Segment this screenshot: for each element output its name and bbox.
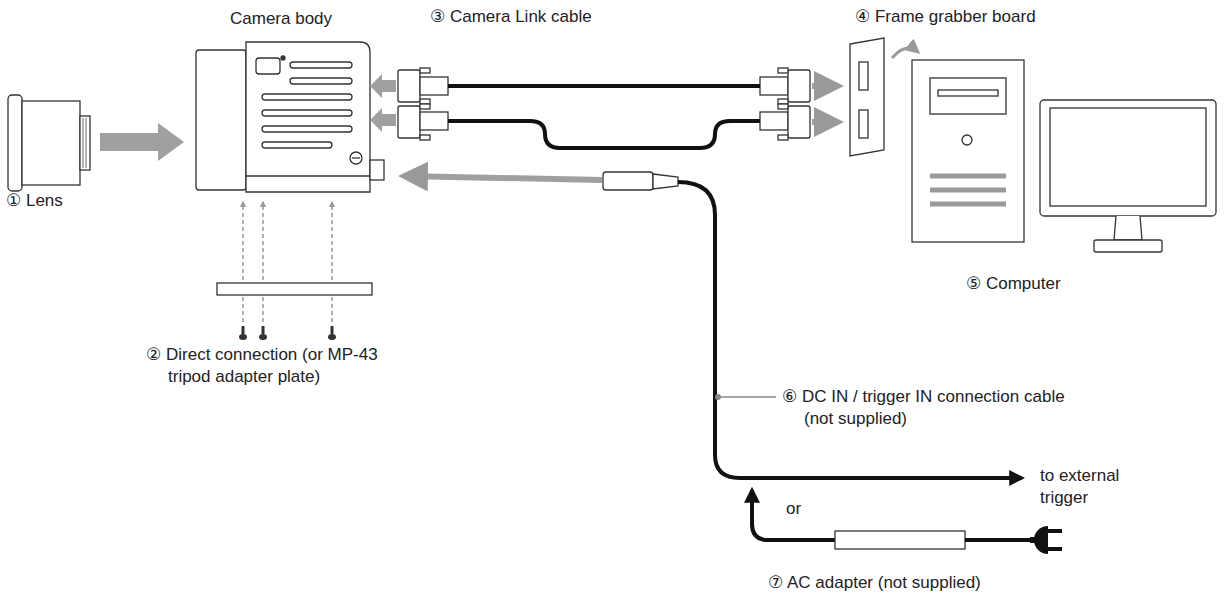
camera-link-cable-figure [370, 68, 838, 148]
note-text: or [786, 498, 801, 520]
lens-figure [8, 95, 90, 191]
part-callout: ① Lens [6, 190, 63, 212]
computer-figure [912, 60, 1216, 252]
power-cable-figure [404, 172, 1062, 554]
part-callout: ④ Frame grabber board [855, 6, 1036, 28]
part-callout: ③ Camera Link cable [430, 6, 592, 28]
part-callout: ② Direct connection (or MP-43 tripod ada… [146, 344, 418, 388]
camera-body-figure [196, 42, 384, 192]
part-callout: ⑤ Computer [966, 273, 1061, 295]
part-callout: ⑥ DC IN / trigger IN connection cable (n… [782, 386, 1074, 430]
note-text: to external trigger [1040, 465, 1140, 509]
part-name: Camera body [230, 8, 332, 30]
part-callout: ⑦ AC adapter (not supplied) [768, 572, 981, 594]
mount-arrow [100, 123, 184, 161]
frame-grabber-figure [850, 38, 884, 156]
install-arrow [892, 48, 918, 58]
tripod-plate-figure [217, 202, 372, 340]
